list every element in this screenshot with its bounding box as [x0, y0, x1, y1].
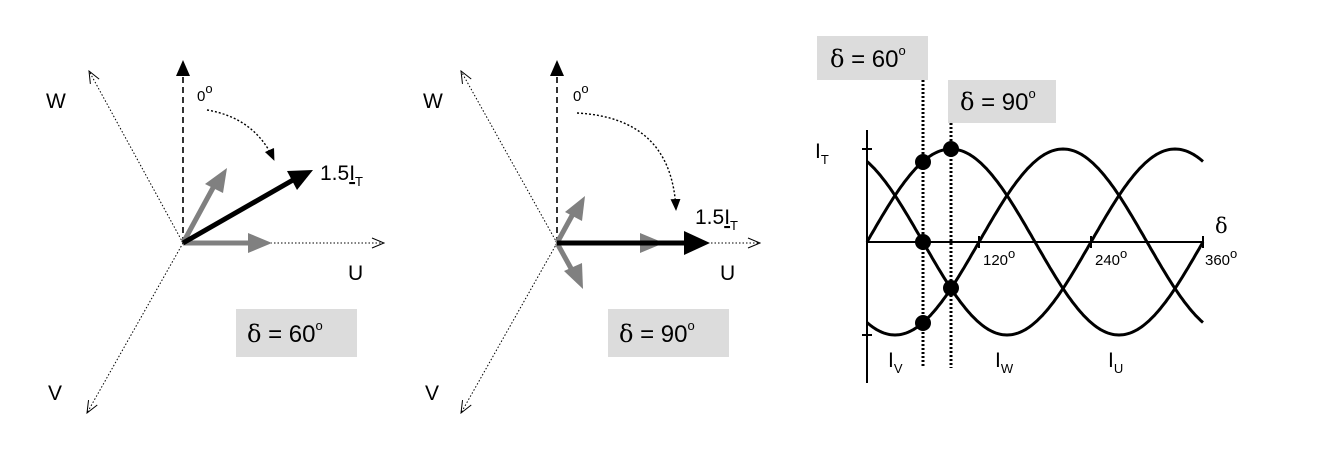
reference-arrowhead [176, 60, 190, 76]
curve-label-iw: IW [995, 349, 1014, 376]
marker-90-box [948, 80, 1056, 123]
marker-90-text: δ = 90o [960, 86, 1036, 116]
label-v: V [425, 382, 439, 405]
phasor-diagram-90: W V U 0o 1.5IT δ = 90o [423, 60, 760, 413]
x-symbol-delta: δ [1215, 214, 1228, 238]
delta-90-text: δ = 90o [619, 318, 695, 348]
label-w: W [423, 90, 443, 113]
curve-label-iu: IU [1108, 349, 1123, 376]
curve-label-iv: IV [888, 349, 903, 376]
label-resultant: 1.5IT [695, 206, 738, 233]
axis-v [87, 242, 184, 413]
component-w-arrowhead [565, 196, 585, 221]
intersection-dot [915, 154, 931, 170]
component-v-arrowhead [564, 263, 583, 289]
delta-90-box [608, 309, 729, 357]
axis-w [461, 71, 558, 244]
component-v-arrow [554, 241, 576, 274]
axis-v [461, 242, 558, 413]
axis-w [89, 71, 184, 244]
waveform-plot: δ = 60o δ = 90o IT δ 120o 240o 360o IV I… [815, 36, 1237, 383]
resultant-arrowhead [684, 231, 710, 255]
delta-60-box [236, 309, 357, 357]
label-zero-deg: 0o [197, 81, 213, 105]
delta-60-text: δ = 60o [247, 318, 323, 348]
label-zero-deg: 0o [573, 81, 589, 105]
resultant-arrow [181, 177, 295, 246]
intersection-dot [943, 141, 959, 157]
component-u-arrowhead [248, 233, 272, 253]
reference-arrowhead [550, 60, 564, 76]
component-w-arrow [180, 184, 217, 245]
rotation-arrow [576, 112, 681, 211]
label-v: V [48, 382, 62, 405]
component-w-arrowhead [205, 168, 227, 193]
resultant-arrowhead [287, 170, 313, 190]
intersection-dot [915, 234, 931, 250]
intersection-points [915, 141, 959, 331]
tick-label-360: 360o [1205, 246, 1237, 269]
label-w: W [46, 90, 66, 113]
intersection-dot [915, 315, 931, 331]
phasor-diagram-60: W V U 0o 1.5IT δ = 60o [46, 60, 384, 413]
intersection-dot [943, 280, 959, 296]
marker-60-text: δ = 60o [830, 43, 906, 73]
tick-label-240: 240o [1095, 246, 1127, 269]
label-u: U [348, 262, 363, 285]
marker-60-box [817, 36, 928, 80]
rotation-arrow [206, 109, 275, 161]
tick-label-120: 120o [983, 246, 1015, 269]
component-w-arrow [554, 210, 577, 245]
y-label-it: IT [815, 140, 829, 167]
label-resultant: 1.5IT [320, 162, 363, 189]
label-u: U [720, 262, 735, 285]
